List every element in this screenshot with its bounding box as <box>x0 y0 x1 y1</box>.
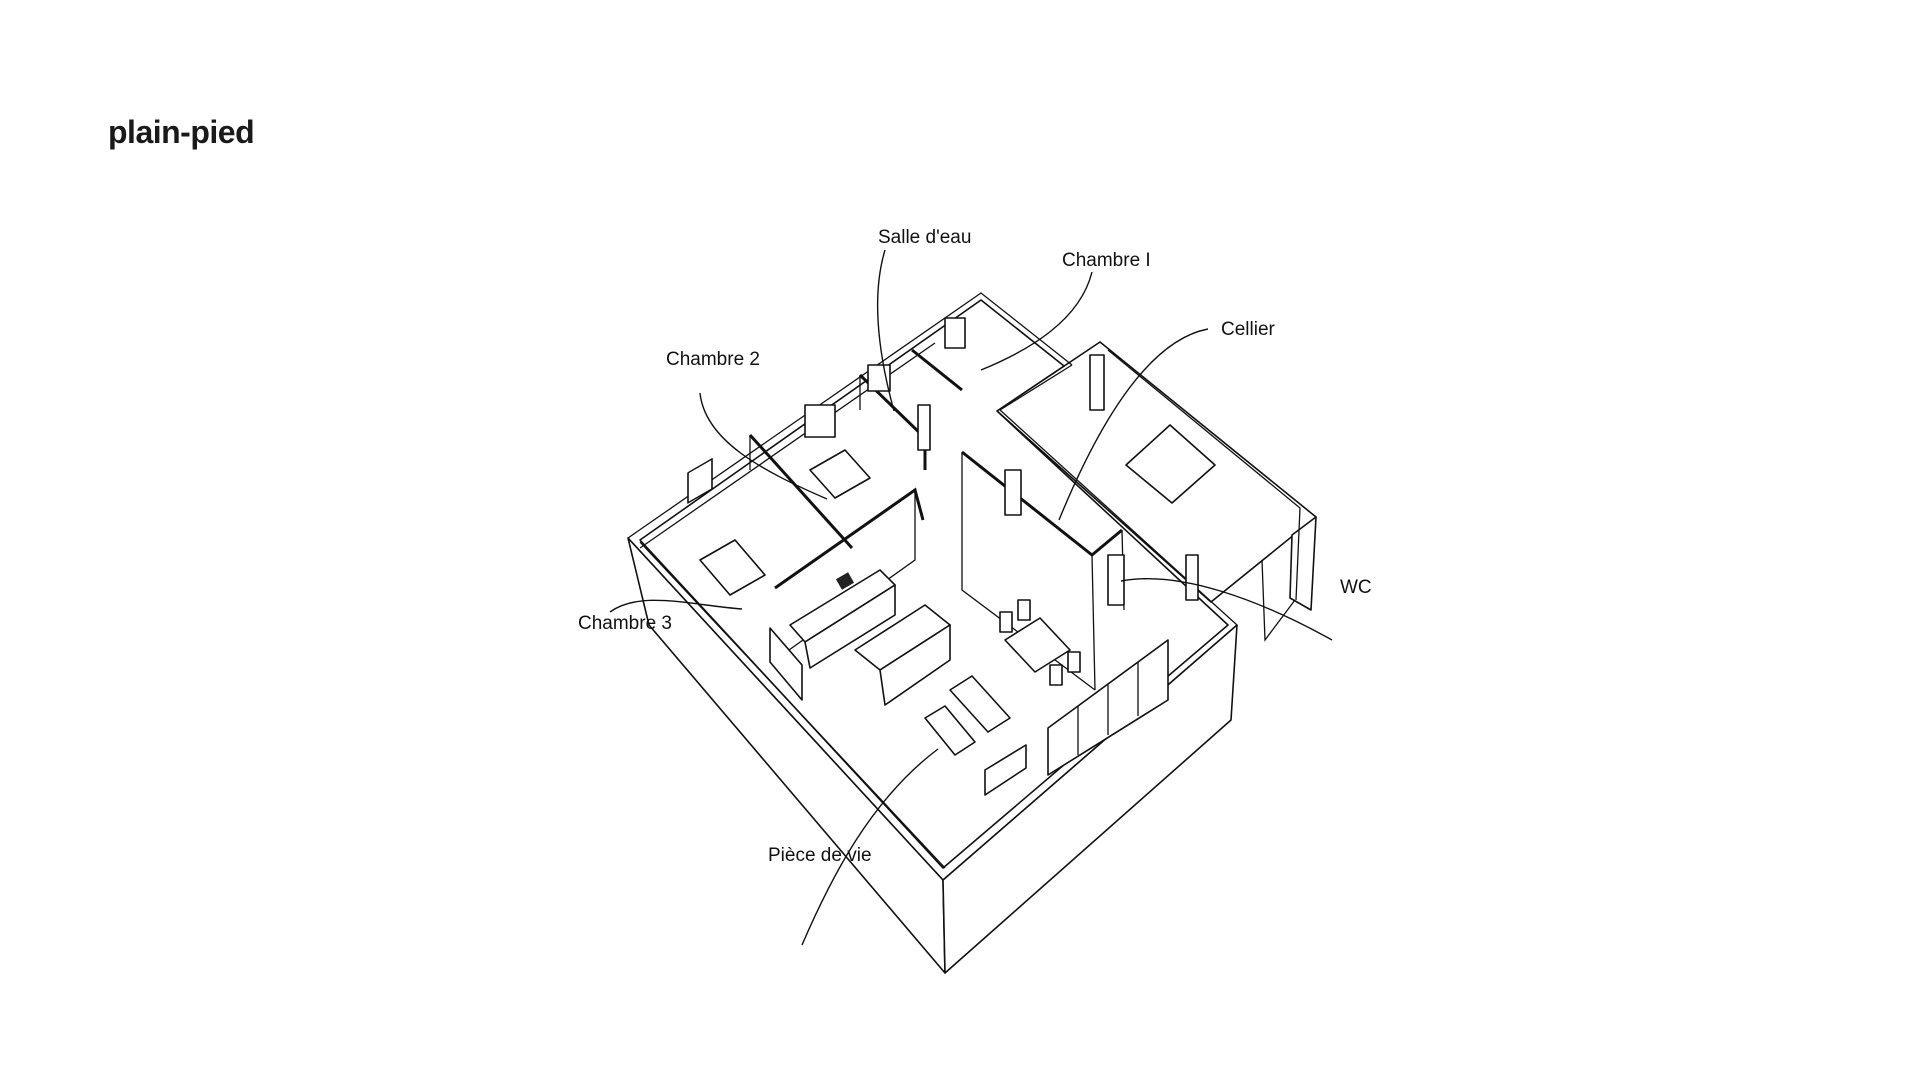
window-chambre2 <box>804 404 836 438</box>
window-chambre1 <box>944 317 966 349</box>
door <box>1004 469 1022 516</box>
label-chambre2: Chambre 2 <box>666 349 760 370</box>
bed-chambre3 <box>699 539 766 596</box>
window-salle-eau <box>867 364 891 392</box>
dining-table <box>1004 617 1071 673</box>
coffee-table <box>924 705 976 756</box>
leader-lines <box>609 249 1333 946</box>
label-wc: WC <box>1340 577 1372 598</box>
label-salle-eau: Salle d'eau <box>878 227 971 248</box>
chair <box>1017 599 1031 621</box>
door <box>917 404 931 451</box>
page-title: plain-pied <box>108 114 255 150</box>
cellier-door <box>1089 354 1105 411</box>
chair <box>999 611 1013 633</box>
chair <box>1049 664 1063 686</box>
label-chambre3: Chambre 3 <box>578 613 672 634</box>
chair <box>1067 651 1081 673</box>
bed-chambre2 <box>809 449 871 499</box>
door <box>1185 554 1199 601</box>
door-wc <box>1107 554 1125 606</box>
small-front-window <box>984 744 1027 796</box>
room-labels: Salle d'eau Chambre I Cellier Chambre 2 … <box>578 227 1372 866</box>
label-chambre1: Chambre I <box>1062 250 1151 271</box>
label-cellier: Cellier <box>1221 319 1276 340</box>
house-drawing <box>627 292 1317 974</box>
sofa <box>949 675 1011 733</box>
label-piece-de-vie: Pièce de vie <box>768 845 872 866</box>
window-chambre3 <box>687 458 713 504</box>
bedroom-divider-wall <box>748 433 854 550</box>
side-window <box>769 627 803 701</box>
cellier-shelf <box>1125 424 1216 504</box>
